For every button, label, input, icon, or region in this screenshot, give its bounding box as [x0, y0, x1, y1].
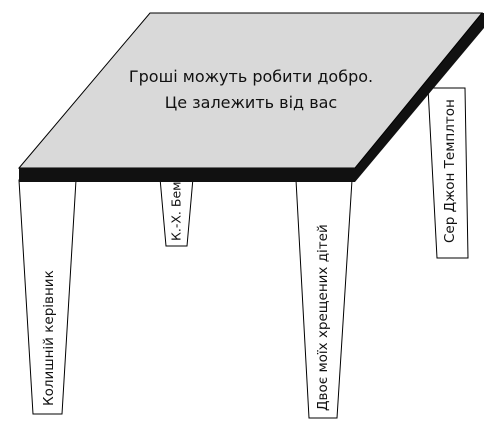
leg-label-back-right: Сер Джон Темплтон — [442, 99, 458, 243]
leg-label-back-left: К.-Х. Бем — [169, 181, 184, 241]
tabletop-edge-overlay — [19, 168, 355, 182]
tabletop-edge-side — [355, 13, 484, 182]
tabletop-title-line2: Це залежить від вас — [165, 93, 337, 112]
leg-label-front-left: Колишній керівник — [41, 270, 57, 406]
leg-back-right — [427, 87, 469, 259]
leg-label-front-right: Двоє моїх хрещених дітей — [315, 224, 331, 411]
tabletop-title-line1: Гроші можуть робити добро. — [129, 67, 373, 86]
tabletop-surface — [17, 12, 484, 169]
